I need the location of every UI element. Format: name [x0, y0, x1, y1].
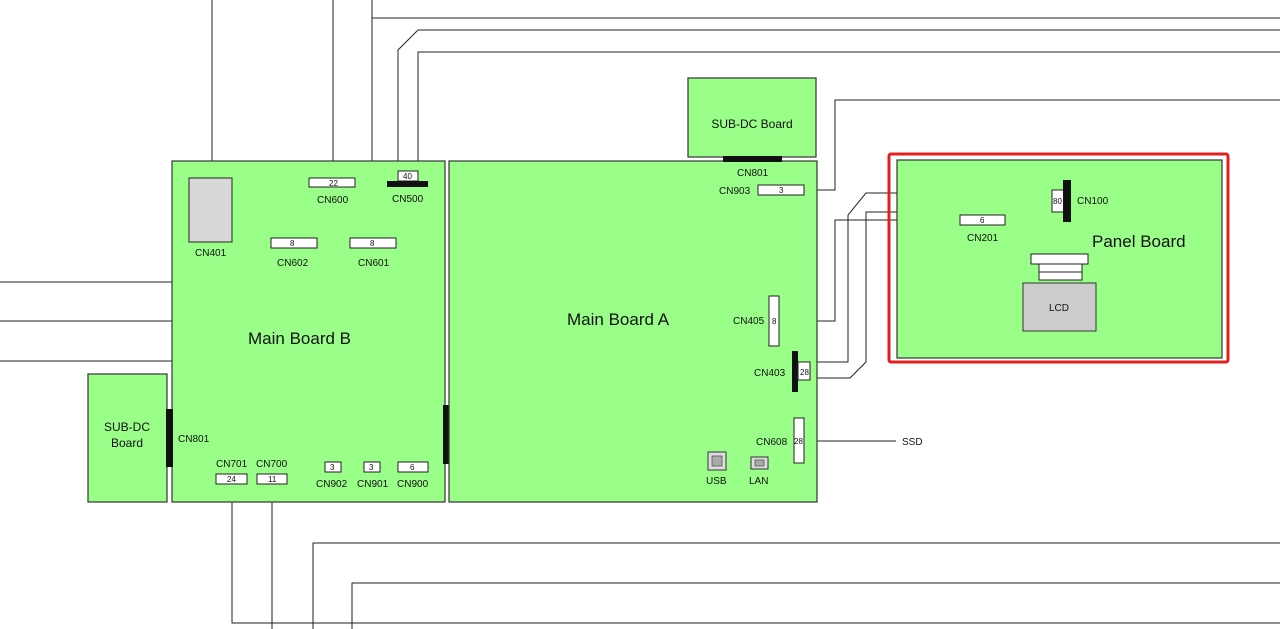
cn608-connector — [793, 417, 805, 464]
panel-board-title: Panel Board — [1092, 232, 1186, 251]
cn608-label: CN608 — [756, 437, 788, 448]
cn405-label: CN405 — [733, 316, 765, 327]
board-b-a-link — [443, 405, 449, 464]
cn903-pins: 3 — [779, 186, 784, 195]
cn700-connector — [256, 473, 288, 485]
cn500-pins: 40 — [403, 172, 412, 181]
cn500-cable-outer — [397, 29, 1280, 181]
lcd-module — [1022, 282, 1097, 332]
cn602-label: CN602 — [277, 258, 309, 269]
cn201-label: CN201 — [967, 233, 999, 244]
sub-dc-board-left — [87, 373, 168, 503]
cn401-connector — [188, 177, 233, 243]
cn902-label: CN902 — [316, 479, 348, 490]
cn600-pins: 22 — [329, 179, 338, 188]
cn901-pins: 3 — [369, 463, 374, 472]
cn100-label: CN100 — [1077, 196, 1109, 207]
cn801-top-label: CN801 — [737, 168, 769, 179]
cn801-left-label: CN801 — [178, 434, 210, 445]
cn600-label: CN600 — [317, 195, 349, 206]
cn608-pins: 28 — [794, 437, 803, 446]
cn903-connector — [757, 184, 805, 196]
cn405-pins: 8 — [772, 317, 777, 326]
usb-port-inner — [711, 455, 723, 467]
cn401-label: CN401 — [195, 248, 227, 259]
cn601-pins: 8 — [370, 239, 375, 248]
sub-dc-top-title: SUB-DC Board — [711, 117, 792, 131]
cn900-label: CN900 — [397, 479, 429, 490]
cn100-pins: 80 — [1053, 197, 1062, 206]
cn901-connector — [363, 461, 381, 473]
cn500-cable-inner — [417, 51, 1280, 181]
cn902-connector — [324, 461, 342, 473]
cn902-pins: 3 — [330, 463, 335, 472]
bottom-wire-1 — [312, 542, 1280, 629]
ssd-label: SSD — [902, 437, 923, 448]
cn403-connector — [797, 361, 811, 381]
cn601-connector — [349, 237, 397, 249]
cn903-label: CN903 — [719, 186, 751, 197]
panel-highlight-frame — [887, 152, 1230, 364]
lcd-connector-top — [1030, 253, 1089, 265]
cn701-wire — [231, 484, 1280, 624]
main-board-b-title: Main Board B — [248, 329, 351, 348]
cn900-connector — [397, 461, 429, 473]
cn801-left-header — [166, 409, 173, 467]
cn701-connector — [215, 473, 248, 485]
main-board-a — [448, 160, 818, 503]
lan-label: LAN — [749, 476, 768, 487]
lcd-label: LCD — [1049, 303, 1069, 314]
cn700-pins: 11 — [268, 475, 277, 484]
cn500-header — [387, 181, 428, 187]
sub-dc-board-top — [687, 77, 817, 158]
cn700-label: CN700 — [256, 459, 288, 470]
cn602-pins: 8 — [290, 239, 295, 248]
cn403-pins: 28 — [800, 368, 809, 377]
cn701-label: CN701 — [216, 459, 248, 470]
cn201-pins: 6 — [980, 216, 985, 225]
bottom-wire-2 — [351, 582, 1280, 629]
usb-label: USB — [706, 476, 727, 487]
cn903-wire — [804, 99, 1280, 191]
cn100-header — [1063, 180, 1071, 222]
cn201-connector — [959, 214, 1006, 226]
cn601-label: CN601 — [358, 258, 390, 269]
cn405-connector — [768, 295, 780, 347]
cn701-pins: 24 — [227, 475, 236, 484]
cn600-connector — [308, 177, 356, 188]
lcd-connector-mid — [1038, 263, 1083, 273]
sub-dc-left-title-2: Board — [111, 436, 143, 450]
cn901-label: CN901 — [357, 479, 389, 490]
cn403-label: CN403 — [754, 368, 786, 379]
cn900-pins: 6 — [410, 463, 415, 472]
sub-dc-left-title-1: SUB-DC — [104, 420, 150, 434]
cn801-top-header — [723, 156, 782, 162]
cn403-header — [792, 351, 798, 392]
lan-port-inner — [754, 459, 765, 467]
lcd-connector-low — [1038, 271, 1083, 281]
cn500-label: CN500 — [392, 194, 424, 205]
cn602-connector — [270, 237, 318, 249]
main-board-a-title: Main Board A — [567, 310, 670, 329]
